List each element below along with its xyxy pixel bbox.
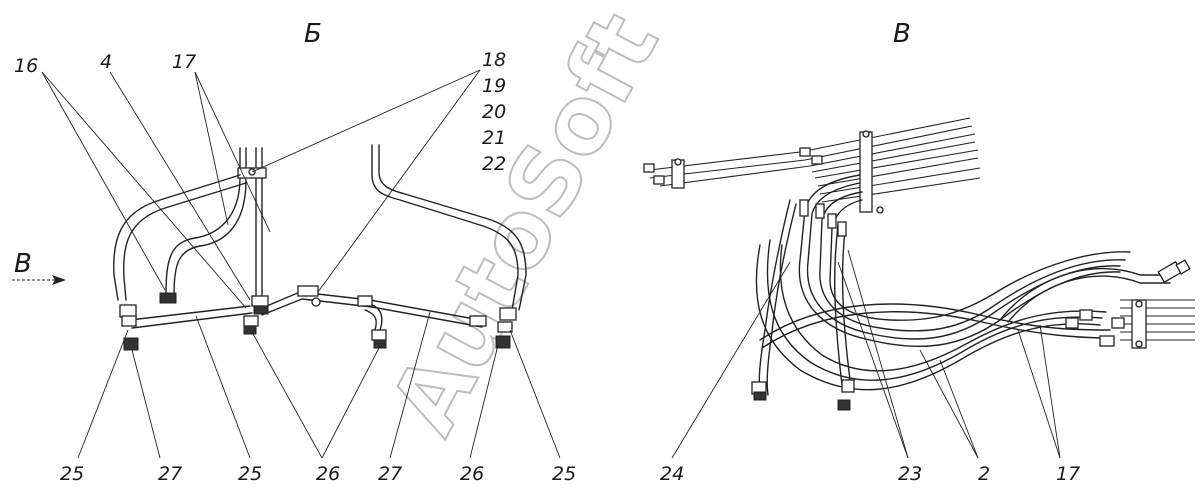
view-b-title: Б [304, 19, 322, 49]
left-view-leaders [41, 69, 561, 459]
label-21: 21 [482, 127, 506, 149]
label-27-a: 27 [158, 463, 182, 485]
label-22: 22 [482, 153, 506, 175]
label-23: 23 [898, 463, 922, 485]
label-18: 18 [482, 49, 506, 71]
label-25-c: 25 [552, 463, 576, 485]
watermark: AutoSoft [370, 0, 679, 450]
label-25-b: 25 [238, 463, 262, 485]
label-25-a: 25 [60, 463, 84, 485]
label-24: 24 [660, 463, 684, 485]
view-direction-arrow: В [12, 249, 66, 285]
label-16: 16 [14, 55, 38, 77]
label-26-a: 26 [316, 463, 340, 485]
label-26-b: 26 [460, 463, 484, 485]
view-v-title: В [893, 19, 911, 49]
label-17-top: 17 [172, 51, 196, 73]
label-19: 19 [482, 75, 506, 97]
label-17-bottom: 17 [1056, 463, 1080, 485]
arrow-label: В [14, 249, 32, 279]
label-4: 4 [100, 51, 112, 73]
right-view-leaders [671, 249, 1061, 459]
right-view-tubes [643, 117, 1195, 411]
label-27-b: 27 [378, 463, 402, 485]
label-2: 2 [978, 463, 990, 485]
left-view-tubes [113, 144, 527, 351]
label-20: 20 [482, 101, 506, 123]
